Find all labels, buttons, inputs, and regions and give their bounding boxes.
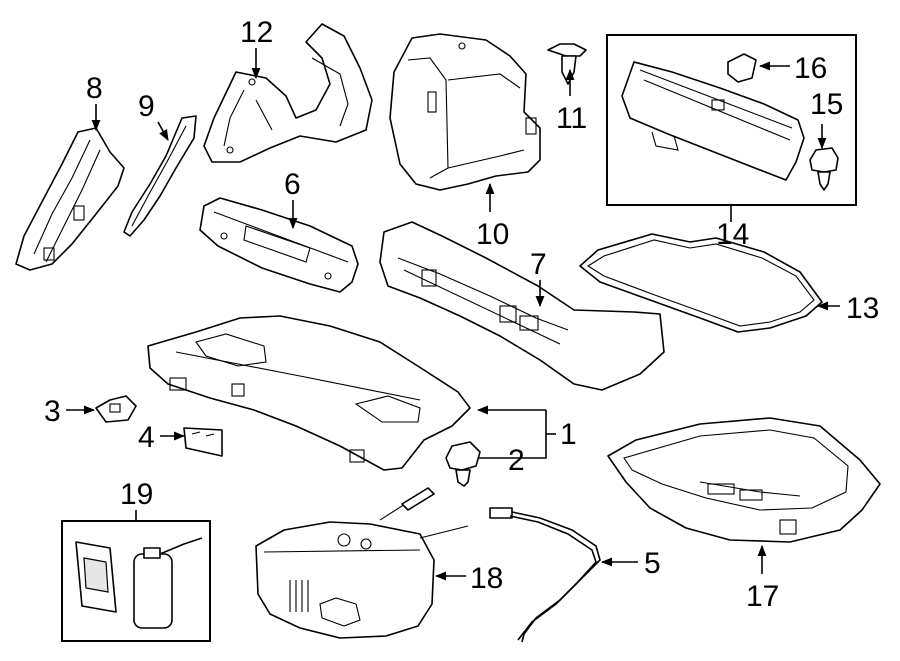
callout-16: 16 [794, 52, 827, 85]
part-6-panel [199, 197, 359, 293]
callout-6: 6 [284, 168, 301, 201]
part-3-clip [95, 395, 137, 423]
callout-19: 19 [120, 478, 153, 511]
callout-2: 2 [508, 444, 525, 477]
part-12-trim-panel [203, 23, 373, 163]
tray-vent-slots [289, 580, 309, 612]
part-1-rear-shelf [147, 315, 471, 471]
callout-4: 4 [138, 421, 155, 454]
part-15-push-pin [809, 147, 839, 191]
part-17-tub [607, 417, 881, 543]
part-7-sill-panel [379, 221, 665, 391]
callout-14: 14 [716, 218, 749, 251]
part-5-cable [489, 507, 601, 643]
part-11-clip [547, 43, 587, 85]
part-8-bracket [15, 127, 125, 271]
callout-17: 17 [746, 580, 779, 613]
part-19-sealant-bottle [133, 537, 203, 629]
callout-18: 18 [470, 562, 503, 595]
part-14-sill-plate [621, 61, 805, 181]
part-16-retainer [727, 53, 757, 83]
part-18-tray [255, 487, 469, 639]
callout-8: 8 [86, 72, 103, 105]
callout-3: 3 [44, 395, 61, 428]
callout-7: 7 [530, 248, 547, 281]
part-4-clip [183, 427, 223, 457]
callout-15: 15 [810, 88, 843, 121]
callout-10: 10 [476, 218, 509, 251]
callout-numbers: 1 2 3 4 5 6 7 8 9 10 11 12 13 14 15 16 1… [44, 16, 879, 613]
callout-11: 11 [556, 102, 587, 135]
part-10-side-trim [389, 33, 541, 191]
callout-1: 1 [560, 418, 577, 451]
callout-9: 9 [138, 90, 155, 123]
callout-5: 5 [644, 547, 661, 580]
callout-13: 13 [846, 292, 879, 325]
leader-lines [66, 48, 840, 581]
part-19-kit-card [75, 541, 117, 613]
part-9-strip [123, 115, 197, 237]
part-2-clip [445, 441, 481, 487]
callout-12: 12 [240, 16, 273, 49]
